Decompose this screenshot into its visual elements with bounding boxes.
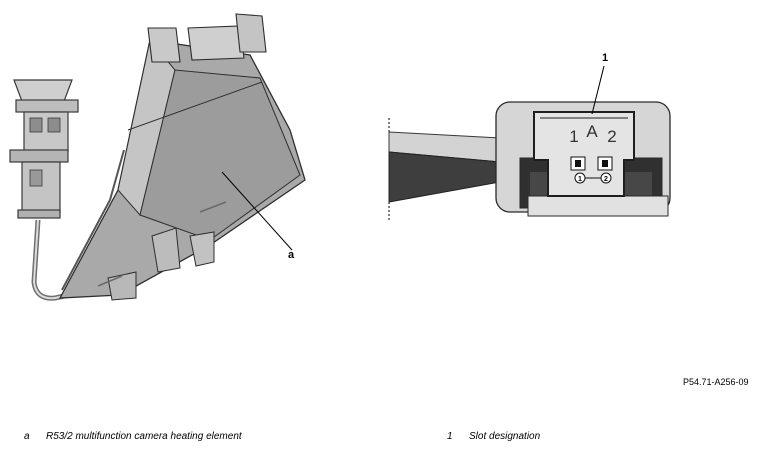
pin-2-label: 2	[604, 176, 608, 183]
connector-face-drawing: 1 2 1 A 2	[388, 65, 671, 220]
pin-2-marker	[600, 172, 612, 184]
technical-illustration: 1 2 1 A 2	[9, 13, 671, 301]
pin-1-marker	[574, 172, 586, 184]
pin-1-label: 1	[578, 176, 582, 183]
legend-text: Slot designation	[469, 431, 541, 442]
column-label-1: 1	[569, 127, 578, 146]
legend-item-1: 1 Slot designation	[447, 431, 540, 442]
legend-key: 1	[447, 431, 453, 442]
heating-element-drawing	[9, 13, 306, 301]
column-label-2: 2	[607, 127, 616, 146]
plug-connector	[9, 79, 79, 219]
legend-key: a	[24, 431, 30, 442]
legend-item-a: a R53/2 multifunction camera heating elem…	[24, 431, 242, 442]
legend-text: R53/2 multifunction camera heating eleme…	[46, 431, 242, 442]
row-label-a: A	[586, 122, 598, 141]
callout-1: 1	[602, 52, 609, 64]
figure-code: P54.71-A256-09	[683, 377, 749, 387]
callout-a: a	[288, 249, 295, 261]
